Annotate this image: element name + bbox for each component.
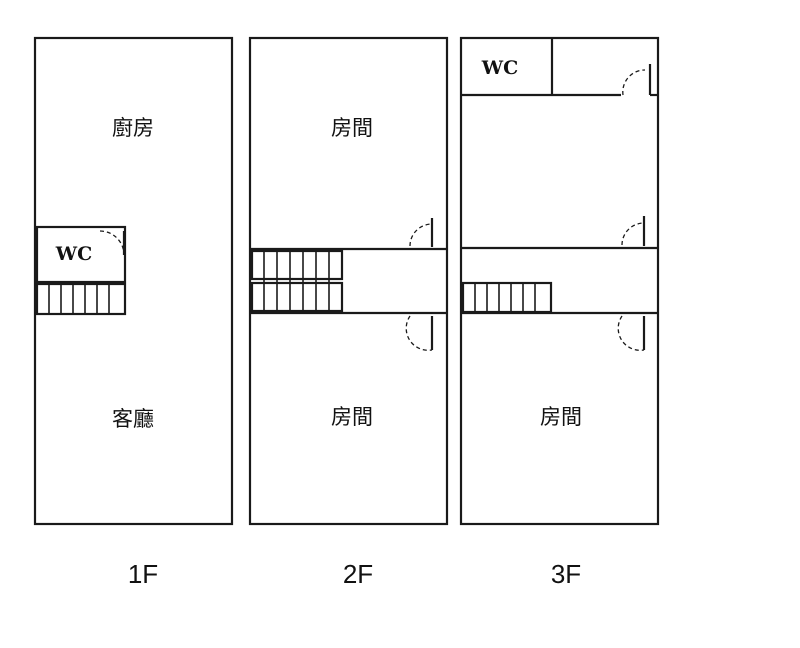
floor-2f-top-door-swing [409, 223, 433, 247]
floor-3f-bottom-door-swing [617, 315, 645, 351]
floor-1f-plan: 廚房 WC 客廳 1F [33, 36, 234, 589]
floor-label-1f: 1F [128, 559, 158, 589]
floor-3f-wc-door-swing [622, 69, 646, 96]
floor-3f-outline [459, 36, 660, 526]
floor-2f-bottom-door-swing [405, 315, 433, 351]
room-label-bedroom-2f-top: 房間 [331, 116, 373, 140]
floor-3f-plan: WC 房間 3F [459, 36, 660, 589]
floor-3f-stairs [461, 281, 553, 314]
room-label-kitchen: 廚房 [112, 116, 154, 140]
floor-3f-top-door-swing [621, 222, 645, 246]
room-label-bedroom-3f: 房間 [540, 405, 582, 429]
room-label-living-room: 客廳 [112, 407, 154, 431]
floor-2f-plan: 房間 房間 2F [248, 36, 449, 589]
floor-1f-stairs [35, 282, 127, 316]
floor-label-3f: 3F [551, 559, 581, 589]
floor-1f-outline [33, 36, 234, 526]
floor-label-2f: 2F [343, 559, 373, 589]
floor-2f-outline [248, 36, 449, 526]
room-label-wc-1f: WC [55, 243, 92, 265]
room-label-wc-3f: WC [481, 57, 518, 79]
floor-1f-wc-door-swing [99, 230, 125, 256]
room-label-bedroom-2f-bottom: 房間 [331, 405, 373, 429]
floor-2f-stairs [250, 249, 344, 313]
